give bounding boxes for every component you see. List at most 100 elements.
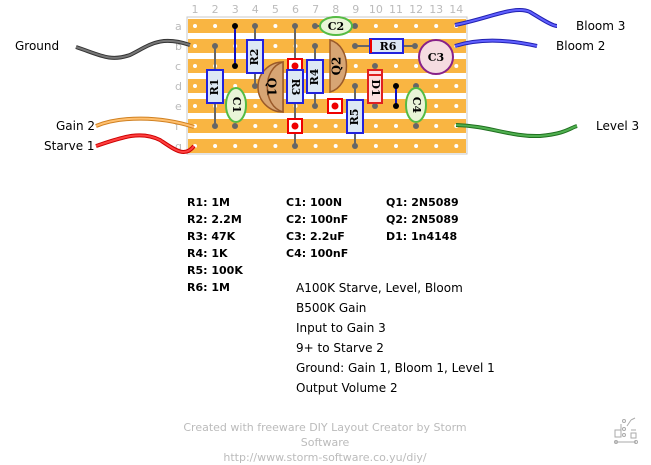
wire-label-bloom3: Bloom 3 xyxy=(576,19,626,33)
hole xyxy=(193,104,197,108)
hole xyxy=(434,124,439,128)
resistor-r4: R4 xyxy=(306,59,324,94)
wire-label-level3: Level 3 xyxy=(596,119,640,133)
hole xyxy=(233,84,238,88)
capacitor-c4: C4 xyxy=(405,87,427,123)
copper-strip xyxy=(188,119,466,133)
bom-item: C3: 2.2uF xyxy=(286,230,345,243)
column-label: 13 xyxy=(429,3,443,16)
transistor-q2 xyxy=(329,39,348,93)
hole xyxy=(253,124,258,128)
bom-item: R2: 2.2M xyxy=(187,213,242,226)
copper-strip xyxy=(188,139,466,153)
footer-link[interactable]: http://www.storm-software.co.yu/diy/ xyxy=(223,451,427,464)
column-label: 9 xyxy=(352,3,359,16)
q2-label: Q2 xyxy=(330,57,344,76)
column-label: 4 xyxy=(252,3,259,16)
bom-item: C2: 100nF xyxy=(286,213,349,226)
column-label: 1 xyxy=(192,3,199,16)
hole xyxy=(193,44,197,48)
bom-item: R5: 100K xyxy=(187,264,243,277)
row-label: d xyxy=(175,80,182,93)
bom-item: R4: 1K xyxy=(187,247,228,260)
jumper-wires xyxy=(234,26,397,106)
column-label: 5 xyxy=(272,3,279,16)
hole xyxy=(253,144,258,148)
resistor-r5: R5 xyxy=(346,99,364,134)
svg-text:C1: C1 xyxy=(230,97,243,113)
hole xyxy=(333,124,338,128)
jumper-ends xyxy=(232,23,399,109)
hole xyxy=(434,84,439,88)
diode-d1: D1 xyxy=(367,69,383,104)
hole xyxy=(353,64,358,68)
svg-text:D1: D1 xyxy=(369,79,382,96)
resistor-r3: R3 xyxy=(286,69,304,104)
hole xyxy=(213,144,218,148)
hole xyxy=(373,124,378,128)
wire-ground xyxy=(75,39,191,59)
hole xyxy=(253,104,258,108)
column-label: 11 xyxy=(389,3,403,16)
hole xyxy=(414,24,419,28)
svg-text:C4: C4 xyxy=(410,97,423,114)
svg-text:C3: C3 xyxy=(428,51,444,64)
capacitor-c1: C1 xyxy=(225,87,247,123)
hole xyxy=(434,144,439,148)
hole xyxy=(273,144,278,148)
hole xyxy=(434,24,439,28)
svg-text:R1: R1 xyxy=(208,79,221,96)
hole xyxy=(414,144,419,148)
svg-text:R2: R2 xyxy=(248,49,261,66)
resistor-r6: R6 xyxy=(369,38,404,54)
svg-text:C2: C2 xyxy=(328,20,344,33)
hole xyxy=(434,104,439,108)
hole xyxy=(454,64,459,68)
transistor-q1 xyxy=(266,61,284,113)
column-label: 10 xyxy=(369,3,383,16)
column-label: 12 xyxy=(409,3,423,16)
wiring-notes: A100K Starve, Level, Bloom B500K Gain In… xyxy=(296,278,495,398)
svg-text:R3: R3 xyxy=(289,79,302,96)
bom-item: R3: 47K xyxy=(187,230,236,243)
bom-resistors: R1: 1M R2: 2.2M R3: 47K R4: 1K R5: 100K … xyxy=(187,194,243,296)
hole xyxy=(313,124,318,128)
hole xyxy=(273,24,278,28)
wire-label-starve1: Starve 1 xyxy=(44,139,95,153)
row-label: g xyxy=(175,140,182,153)
hole xyxy=(454,144,459,148)
capacitor-c2: C2 xyxy=(319,16,353,36)
hole xyxy=(313,144,318,148)
column-label: 6 xyxy=(292,3,299,16)
wire-level3 xyxy=(455,124,578,138)
wire-label-bloom2: Bloom 2 xyxy=(556,39,606,53)
hole xyxy=(273,124,278,128)
bom-item: Q2: 2N5089 xyxy=(386,213,459,226)
hole xyxy=(414,64,419,68)
hole xyxy=(454,104,459,108)
wire-label-gain2: Gain 2 xyxy=(56,119,96,133)
bom-semiconductors: Q1: 2N5089 Q2: 2N5089 D1: 1n4148 xyxy=(386,194,459,245)
wire-ground xyxy=(75,38,191,60)
hole xyxy=(373,144,378,148)
hole xyxy=(333,144,338,148)
note-line: 9+ to Starve 2 xyxy=(296,341,384,355)
hole xyxy=(273,44,278,48)
bom-item: Q1: 2N5089 xyxy=(386,196,459,209)
lead-ends xyxy=(212,23,419,149)
svg-text:R4: R4 xyxy=(308,68,321,85)
footer-line1: Created with freeware DIY Layout Creator… xyxy=(183,421,467,449)
wire-starve1 xyxy=(95,134,195,154)
bom-item: C1: 100N xyxy=(286,196,343,209)
hole xyxy=(373,24,378,28)
bom-capacitors: C1: 100N C2: 100nF C3: 2.2uF C4: 100nF xyxy=(286,194,348,262)
wire-gain2 xyxy=(95,117,195,128)
column-label: 8 xyxy=(332,3,339,16)
hole xyxy=(394,124,398,128)
row-label: f xyxy=(175,120,180,133)
svg-text:R5: R5 xyxy=(348,109,361,126)
row-label: c xyxy=(175,60,181,73)
note-line: B500K Gain xyxy=(296,301,367,315)
row-label: b xyxy=(175,40,182,53)
